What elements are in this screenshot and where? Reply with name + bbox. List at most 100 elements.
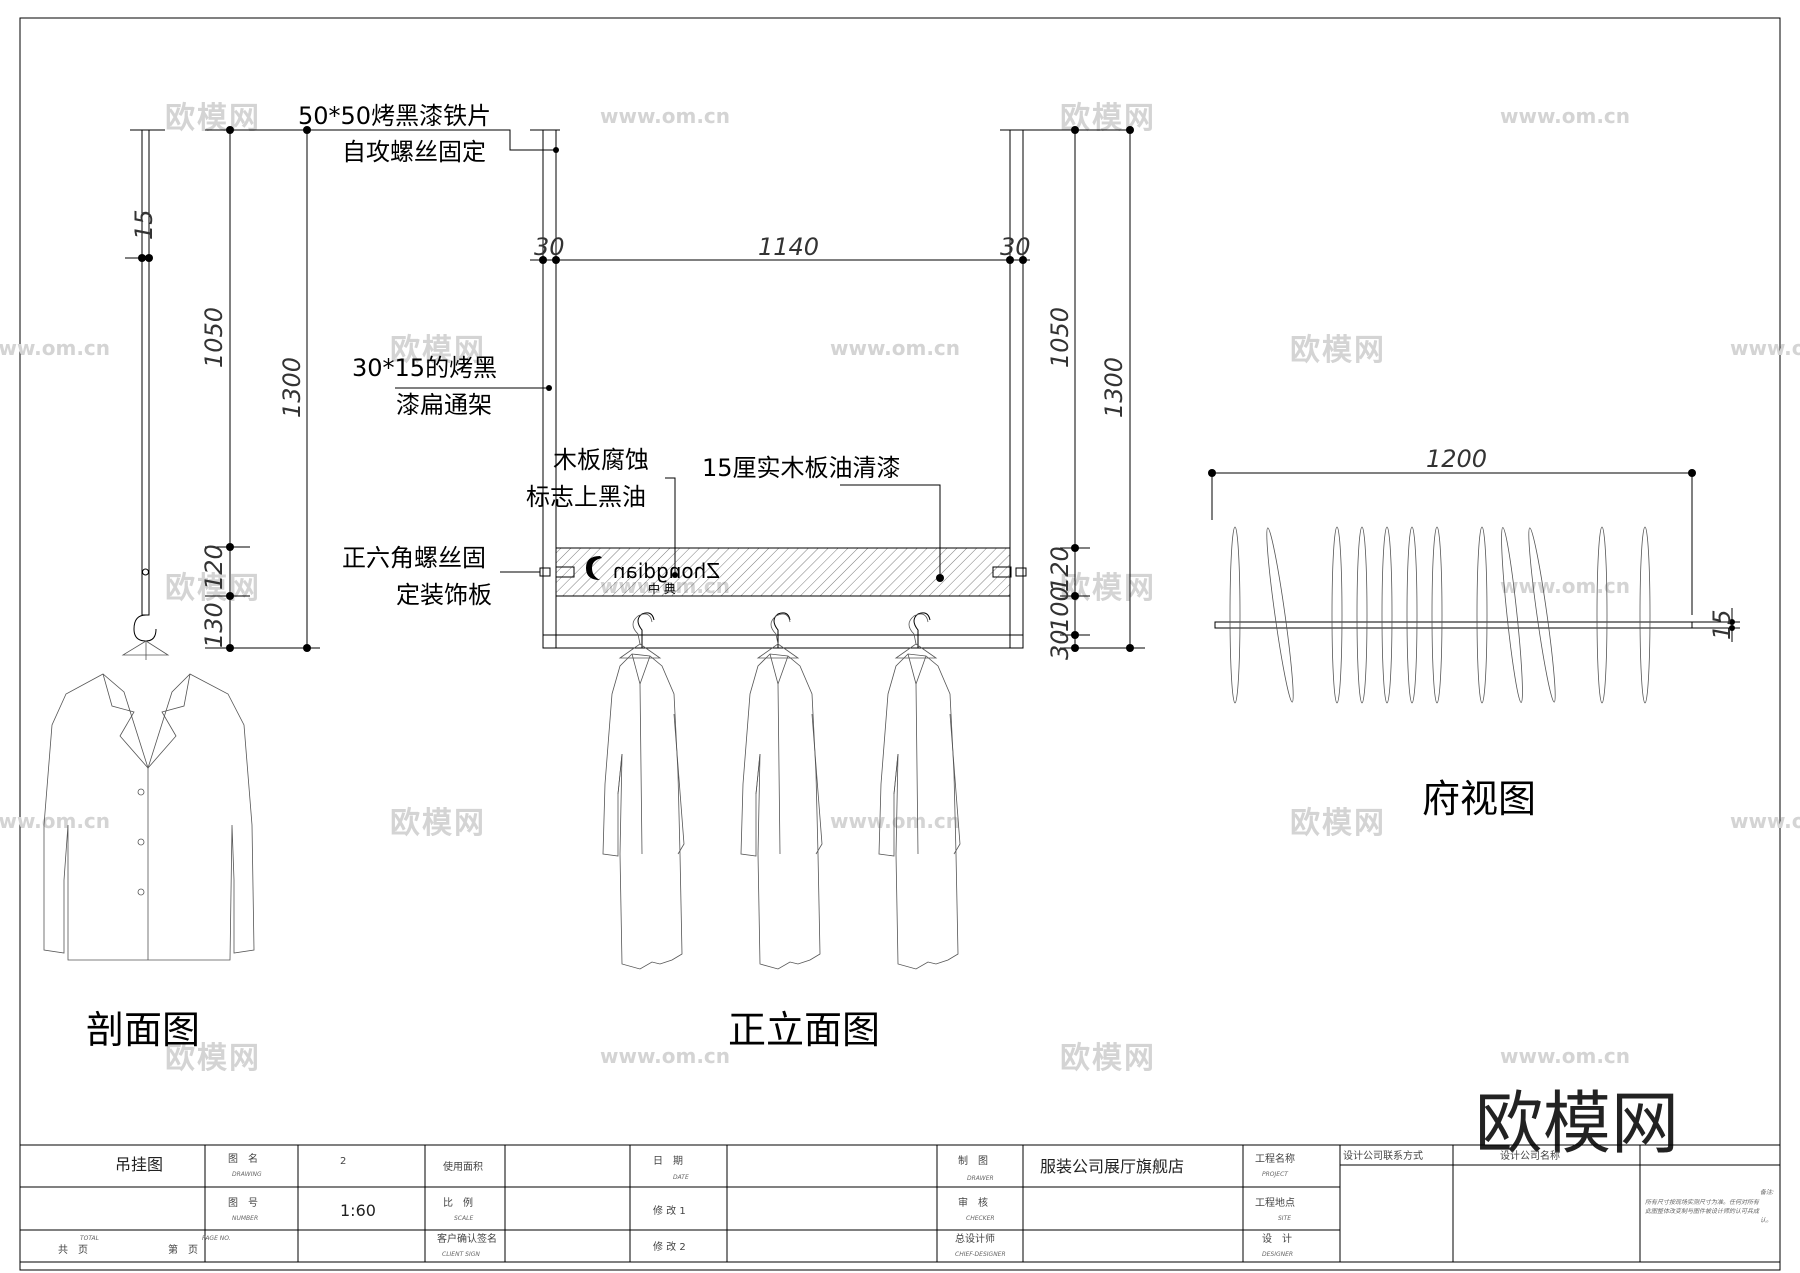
rail-plan bbox=[1214, 621, 1693, 629]
frame-bottom-rail bbox=[542, 634, 1024, 649]
dim-1140: 1140 bbox=[758, 233, 819, 261]
title-block: 吊挂图 图 名 DRAWING 2 使用面积 日 期 DATE 制 图 DRAW… bbox=[19, 1144, 1781, 1263]
dim-30-left: 30 bbox=[534, 233, 565, 261]
annotation-frame-2: 漆扁通架 bbox=[396, 391, 492, 419]
tb-project-value: 服装公司展厅旗舰店 bbox=[1040, 1157, 1184, 1176]
watermark-url: www.om.cn bbox=[1730, 809, 1800, 833]
watermark-url: www.om.cn bbox=[830, 336, 960, 360]
watermark-url: www.om.cn bbox=[1730, 336, 1800, 360]
tb-company-label: 设计公司名称 bbox=[1500, 1149, 1560, 1162]
hanger-hook bbox=[133, 614, 157, 642]
tb-total-sub: TOTAL bbox=[80, 1235, 99, 1242]
section-view: 15 1050 120 130 1300 剖面图 bbox=[43, 126, 320, 1052]
hanger-hook bbox=[913, 612, 931, 648]
watermark-brand: 欧模网 bbox=[390, 806, 486, 841]
dim-30-right: 30 bbox=[1000, 233, 1031, 261]
tb-client-sub: CLIENT SIGN bbox=[442, 1251, 480, 1258]
dim-1050: 1050 bbox=[1046, 307, 1074, 368]
coat-front bbox=[740, 613, 823, 970]
watermark-url: www.om.cn bbox=[600, 1044, 730, 1068]
tb-rev1-label: 修 改 1 bbox=[653, 1204, 686, 1217]
tb-site-label: 工程地点 bbox=[1255, 1196, 1295, 1209]
tb-date-sub: DATE bbox=[673, 1174, 689, 1181]
dim-130: 130 bbox=[200, 602, 228, 648]
logo-sub: 中 典 bbox=[648, 581, 676, 596]
bolt-right bbox=[1015, 567, 1027, 577]
tb-name-value: 2 bbox=[340, 1156, 346, 1167]
tb-name-label: 图 名 bbox=[228, 1152, 258, 1165]
watermark-brand: 欧模网 bbox=[1290, 333, 1386, 368]
tb-drawing-title: 吊挂图 bbox=[115, 1155, 163, 1174]
tb-rev2-label: 修 改 2 bbox=[653, 1240, 686, 1253]
elevation-title: 正立面图 bbox=[728, 1008, 880, 1052]
annotation-plate-1: 50*50烤黑漆铁片 bbox=[298, 102, 491, 130]
watermark-brand: 欧模网 bbox=[165, 1041, 261, 1076]
plan-view: 1200 15 府视图 bbox=[1208, 445, 1740, 821]
logo-text: Zhongdian bbox=[613, 559, 720, 583]
watermark-url: www.om.cn bbox=[1500, 574, 1630, 598]
tb-date-label: 日 期 bbox=[653, 1155, 683, 1167]
watermark-layer: 欧模网 www.om.cn 欧模网 www.om.cn www.om.cn 欧模… bbox=[0, 101, 1800, 1076]
hanger-hook bbox=[773, 612, 791, 648]
tb-checker-label: 审 核 bbox=[958, 1196, 988, 1209]
watermark-brand: 欧模网 bbox=[1060, 1041, 1156, 1076]
tb-notes-l3: 认。 bbox=[1760, 1216, 1772, 1224]
elevation-view: Zhongdian 中 典 30 1140 30 1050 120 100 30… bbox=[298, 102, 1145, 1052]
tb-drawer-label: 制 图 bbox=[958, 1154, 988, 1167]
watermark-url: www.om.cn bbox=[0, 809, 110, 833]
watermark-url: www.om.cn bbox=[600, 104, 730, 128]
tb-designer-sub: DESIGNER bbox=[1262, 1251, 1293, 1258]
tb-number-sub: NUMBER bbox=[232, 1215, 258, 1222]
tb-scale-value: 1:60 bbox=[340, 1201, 376, 1220]
leader-logo bbox=[665, 477, 676, 575]
watermark-brand: 欧模网 bbox=[1060, 571, 1156, 606]
watermark-url: www.om.cn bbox=[1500, 1044, 1630, 1068]
hanger-hook bbox=[637, 612, 655, 648]
tb-page-label: 第 页 bbox=[168, 1243, 198, 1256]
leader-plate bbox=[300, 129, 556, 151]
dim-15: 15 bbox=[130, 209, 158, 240]
coat-section bbox=[43, 640, 255, 961]
tb-checker-sub: CHECKER bbox=[966, 1215, 995, 1222]
tb-number-label: 图 号 bbox=[228, 1197, 258, 1209]
leader-board bbox=[840, 484, 941, 578]
plan-title: 府视图 bbox=[1422, 777, 1536, 821]
tb-scale-label: 比 例 bbox=[443, 1196, 473, 1209]
tb-notes-title: 备注: bbox=[1760, 1188, 1774, 1196]
tb-area-label: 使用面积 bbox=[443, 1160, 483, 1173]
bolt-hole bbox=[142, 568, 149, 576]
dim-1200: 1200 bbox=[1426, 445, 1487, 473]
dim-30-bottom: 30 bbox=[1046, 629, 1074, 660]
annotation-logo-1: 木板腐蚀 bbox=[553, 446, 649, 474]
section-title: 剖面图 bbox=[86, 1008, 200, 1052]
tb-contact-label: 设计公司联系方式 bbox=[1343, 1149, 1423, 1162]
tb-designer-label: 设 计 bbox=[1262, 1232, 1292, 1245]
tb-notes-l1: 所有尺寸按现场实测尺寸为准。任何对所有 bbox=[1645, 1198, 1760, 1206]
tb-drawer-sub: DRAWER bbox=[967, 1175, 994, 1182]
watermark-url: www.om.cn bbox=[0, 336, 110, 360]
tb-site-sub: SITE bbox=[1278, 1215, 1291, 1222]
watermark-url: www.om.cn bbox=[830, 809, 960, 833]
watermark-brand: 欧模网 bbox=[390, 333, 486, 368]
dim-1300: 1300 bbox=[1100, 357, 1128, 418]
dim-120: 120 bbox=[1046, 546, 1074, 592]
tb-project-label: 工程名称 bbox=[1255, 1152, 1295, 1165]
hangers-plan bbox=[1229, 526, 1651, 704]
watermark-brand: 欧模网 bbox=[165, 101, 261, 136]
tb-total-label: 共 页 bbox=[58, 1244, 88, 1256]
dim-1300: 1300 bbox=[278, 357, 306, 418]
annotation-bolt-1: 正六角螺丝固 bbox=[342, 544, 486, 572]
watermark-brand: 欧模网 bbox=[165, 571, 261, 606]
annotation-frame-1: 30*15的烤黑 bbox=[352, 354, 497, 382]
annotation-logo-2: 标志上黑油 bbox=[526, 483, 646, 511]
bolt-left bbox=[539, 567, 551, 577]
tb-name-sub: DRAWING bbox=[232, 1171, 262, 1178]
coat-front bbox=[878, 613, 961, 970]
watermark-brand: 欧模网 bbox=[1290, 806, 1386, 841]
tb-client-label: 客户确认签名 bbox=[437, 1232, 497, 1245]
tb-scale-sub: SCALE bbox=[454, 1215, 473, 1222]
tb-chief-label: 总设计师 bbox=[955, 1232, 995, 1245]
drawing-border bbox=[19, 17, 1781, 1271]
dim-120: 120 bbox=[200, 544, 228, 590]
flat-bar-section bbox=[141, 129, 150, 616]
